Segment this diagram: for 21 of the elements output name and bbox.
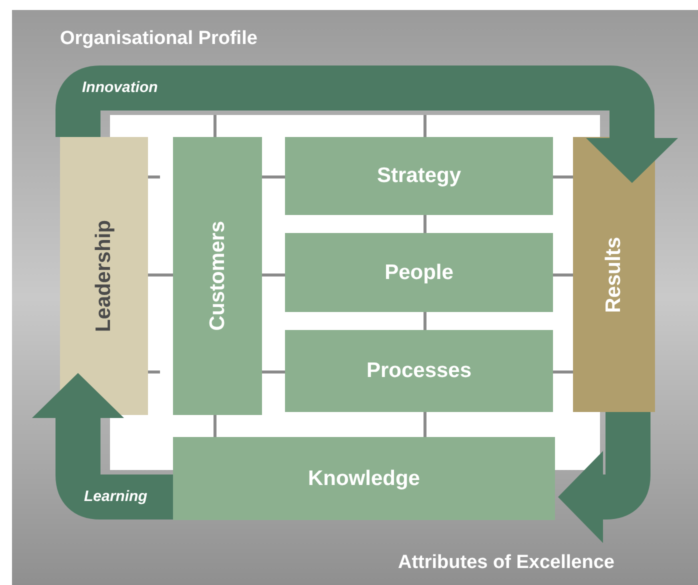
category-box	[285, 233, 553, 312]
box-label: Results	[602, 236, 626, 312]
edge-label: Learning	[84, 488, 148, 505]
category-box	[573, 137, 655, 412]
loop-arrow	[56, 66, 678, 183]
category-box	[285, 330, 553, 412]
background-panel	[12, 10, 698, 585]
box-label: Knowledge	[308, 467, 420, 491]
panel-caption: Attributes of Excellence	[398, 552, 614, 574]
box-label: Customers	[206, 221, 230, 331]
box-label: People	[384, 260, 454, 284]
box-label: Processes	[366, 359, 472, 383]
panel-title: Organisational Profile	[60, 28, 258, 50]
category-box	[285, 137, 553, 215]
category-box	[173, 137, 262, 415]
edge-label: Innovation	[82, 79, 158, 96]
box-label: Strategy	[376, 164, 462, 188]
category-box	[173, 437, 555, 520]
box-label: Leadership	[92, 220, 116, 332]
loop-arrow	[32, 373, 173, 520]
category-box	[60, 137, 148, 415]
